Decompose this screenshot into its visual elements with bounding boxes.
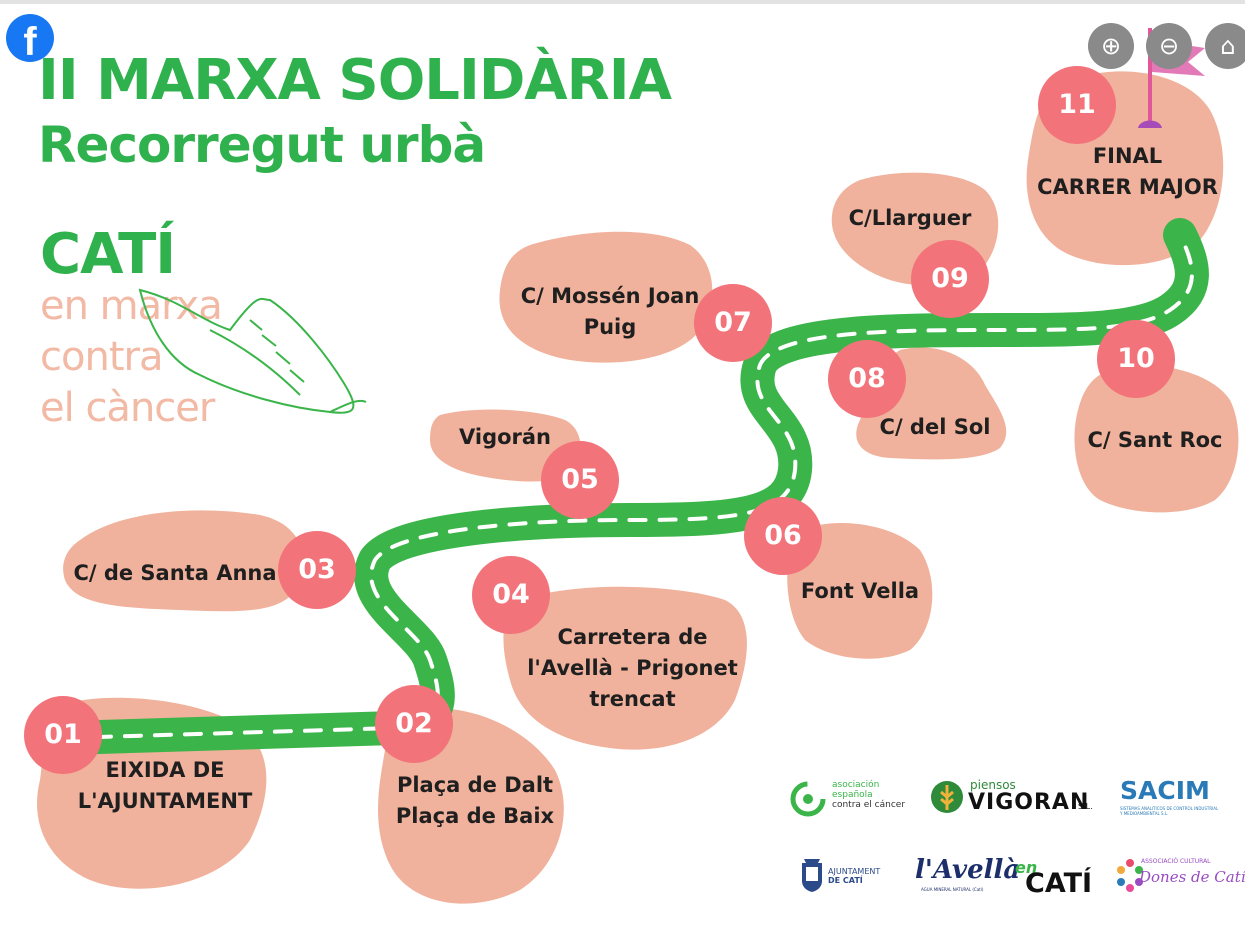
stop-marker-02: 02 (375, 685, 453, 763)
stop-label-06: Font Vella (800, 579, 920, 603)
zoom-in-icon[interactable]: ⊕ (1088, 23, 1134, 69)
piensos-big: VIGORAN (968, 790, 1090, 815)
sponsor-piensos-logo: piensos VIGORAN S.L. (930, 778, 1100, 818)
page-subtitle: Recorregut urbà (38, 116, 486, 174)
blob-10 (1074, 365, 1239, 513)
blob-03 (63, 510, 303, 612)
encati-small: en (1015, 858, 1038, 877)
slogan-line-3: el càncer (40, 385, 215, 431)
slogan-line-1: en marxa (40, 283, 223, 329)
stop-marker-10: 10 (1097, 320, 1175, 398)
sponsor-avella-logo: l'Avellà AGUA MINERAL NATURAL (Catí) (915, 855, 1020, 899)
sponsor-aecc-logo: asociación española contra el cáncer (790, 778, 920, 820)
piensos-small: piensos (970, 778, 1016, 792)
slogan-brand: CATÍ (40, 222, 176, 287)
aecc-line-1: asociación (832, 780, 880, 790)
route-lane-markings (63, 233, 1194, 740)
wheat-icon (931, 781, 963, 813)
sacim-subtitle: SISTEMAS ANALITICOS DE CONTROL INDUSTRIA… (1120, 806, 1219, 816)
facebook-icon[interactable]: f (6, 14, 54, 62)
top-border (0, 0, 1245, 4)
sponsor-ajuntament-logo: AJUNTAMENT DE CATÍ (800, 855, 900, 899)
aecc-line-2: española (832, 790, 873, 800)
running-shoe-icon (138, 288, 367, 414)
stop-label-10: C/ Sant Roc (1087, 428, 1223, 452)
stop-marker-07: 07 (694, 284, 772, 362)
sacim-name: SACIM (1120, 776, 1210, 805)
ajuntament-line-2: DE CATÍ (828, 876, 863, 885)
stop-marker-11: 11 (1038, 66, 1116, 144)
stop-label-08: C/ del Sol (879, 415, 991, 439)
aecc-icon (790, 781, 826, 817)
blob-06 (787, 522, 933, 659)
encati-big: CATÍ (1025, 868, 1093, 899)
ajuntament-line-1: AJUNTAMENT (828, 867, 881, 876)
blob-05 (430, 409, 581, 482)
stop-marker-06: 06 (744, 497, 822, 575)
aecc-line-3: contra el cáncer (832, 800, 906, 810)
stop-label-03: C/ de Santa Anna (73, 561, 277, 585)
page-title: II MARXA SOLIDÀRIA (38, 48, 672, 113)
coat-of-arms-icon (802, 859, 822, 892)
piensos-sl: S.L. (1078, 802, 1093, 811)
stop-marker-09: 09 (911, 240, 989, 318)
avella-subtitle: AGUA MINERAL NATURAL (Catí) (921, 887, 984, 892)
sponsor-sacim-logo: SACIM SISTEMAS ANALITICOS DE CONTROL IND… (1120, 776, 1220, 820)
stop-label-05: Vigorán (458, 425, 552, 449)
stop-marker-04: 04 (472, 556, 550, 634)
dones-small: ASSOCIACIÓ CULTURAL (1141, 858, 1211, 865)
sponsor-dones-logo: ASSOCIACIÓ CULTURAL Dones de Catí (1115, 856, 1245, 898)
dones-big: Dones de Catí (1139, 868, 1245, 886)
people-circle-icon (1117, 859, 1143, 892)
avella-name: l'Avellà (915, 855, 1021, 885)
zoom-out-icon[interactable]: ⊖ (1146, 23, 1192, 69)
sponsor-encati-logo: en CATÍ (1015, 858, 1095, 899)
stop-marker-08: 08 (828, 340, 906, 418)
stop-marker-01: 01 (24, 696, 102, 774)
stop-label-09: C/Llarguer (848, 206, 972, 230)
stop-marker-03: 03 (278, 531, 356, 609)
stop-marker-05: 05 (541, 441, 619, 519)
slogan-line-2: contra (40, 334, 163, 380)
blob-07 (499, 231, 713, 363)
blob-04 (503, 586, 747, 750)
tag-icon[interactable]: ⌂ (1205, 23, 1245, 69)
